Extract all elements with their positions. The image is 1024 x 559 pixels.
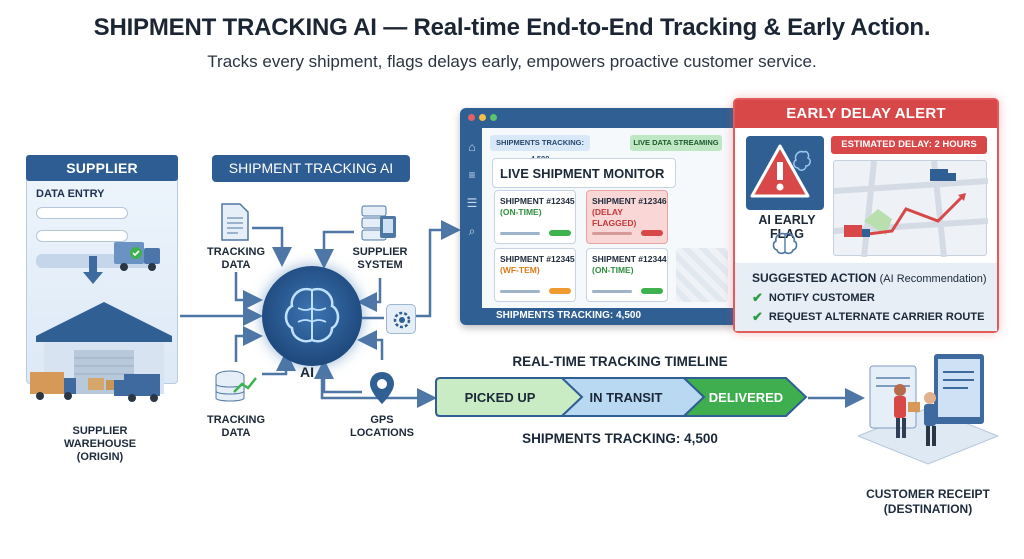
step-label-in-transit: IN TRANSIT xyxy=(589,390,663,405)
step-label-delivered: DELIVERED xyxy=(708,390,784,405)
shipment-id: SHIPMENT #12344 xyxy=(592,254,667,264)
estimated-delay-badge: ESTIMATED DELAY: 2 HOURS xyxy=(831,136,987,154)
list-icon[interactable]: ≡ xyxy=(468,168,476,182)
warehouse-icon xyxy=(30,302,172,402)
home-icon[interactable]: ⌂ xyxy=(468,140,476,154)
tracking-data-arrow xyxy=(252,226,292,267)
checkmark-icon: ✔ xyxy=(752,290,763,305)
processing-node xyxy=(386,304,416,334)
page-title: SHIPMENT TRACKING AI — Real-time End-to-… xyxy=(93,14,931,41)
window-controls xyxy=(468,114,497,121)
status-chip xyxy=(549,230,571,236)
shipment-status: (WF-TEM) xyxy=(500,265,540,275)
ai-label: AI xyxy=(300,364,314,380)
truck-icon xyxy=(114,242,160,271)
down-arrow-icon xyxy=(83,256,103,284)
menu-icon[interactable]: ☰ xyxy=(466,196,478,210)
ai-to-monitor-arrow xyxy=(414,220,461,318)
monitor-title: LIVE SHIPMENT MONITOR xyxy=(500,166,665,181)
maximize-dot[interactable] xyxy=(490,114,497,121)
tracking-count-pill: SHIPMENTS TRACKING: 4,500 xyxy=(490,135,590,163)
brain-icon xyxy=(772,232,798,255)
monitor-sidebar: ⌂ ≡ ☰ ⌕ xyxy=(465,140,479,239)
suggested-action-title: SUGGESTED ACTION (AI Recommendation) xyxy=(752,271,987,285)
step-delivered xyxy=(681,377,808,417)
gear-icon xyxy=(393,311,411,329)
step-picked-up xyxy=(435,377,584,417)
shipment-card[interactable]: SHIPMENT #12345 (ON-TIME) xyxy=(494,190,576,244)
database-chart-icon xyxy=(215,370,257,402)
live-data-pill: LIVE DATA STREAMING xyxy=(630,135,722,151)
ai-heading: SHIPMENT TRACKING AI xyxy=(212,155,410,182)
monitor-footer: SHIPMENTS TRACKING: 4,500 xyxy=(496,310,642,321)
search-icon[interactable]: ⌕ xyxy=(468,224,476,238)
status-chip xyxy=(641,288,663,294)
checkmark-icon: ✔ xyxy=(752,309,763,324)
shipment-id: SHIPMENT #12345 xyxy=(500,196,575,206)
timeline-footer: SHIPMENTS TRACKING: 4,500 xyxy=(522,431,718,446)
map-pin-icon xyxy=(370,372,394,404)
data-entry-field[interactable] xyxy=(36,207,128,219)
shipment-status: (ON-TIME) xyxy=(500,207,542,217)
customer-receipt-illustration xyxy=(858,354,998,465)
shipment-card-flagged[interactable]: SHIPMENT #12346 (DELAY FLAGGED) xyxy=(586,190,668,244)
ai-brain xyxy=(262,266,362,366)
shipment-status: (DELAY FLAGGED) xyxy=(592,207,637,228)
route-map xyxy=(833,160,989,258)
step-label-picked-up: PICKED UP xyxy=(464,390,536,405)
action-notify-customer[interactable]: ✔ NOTIFY CUSTOMER xyxy=(752,290,875,305)
document-icon xyxy=(221,203,249,241)
ai-to-timeline-arrow xyxy=(320,372,437,408)
server-icon xyxy=(361,205,396,241)
close-dot[interactable] xyxy=(468,114,475,121)
shipment-status: (ON-TIME) xyxy=(592,265,634,275)
map-icon xyxy=(833,160,989,258)
status-chip xyxy=(641,230,663,236)
placeholder-card xyxy=(676,248,728,302)
page-subtitle: Tracks every shipment, flags delays earl… xyxy=(207,52,817,71)
alert-heading: EARLY DELAY ALERT xyxy=(735,100,997,128)
supplier-system-arrow xyxy=(314,230,354,269)
shipment-card[interactable]: SHIPMENT #12344 (ON-TIME) xyxy=(586,248,668,302)
timeline-title: REAL-TIME TRACKING TIMELINE xyxy=(512,354,728,369)
alert-flag-box xyxy=(746,136,824,210)
status-chip xyxy=(549,288,571,294)
suggested-action-panel xyxy=(735,263,997,331)
warning-icon xyxy=(750,144,811,198)
shipment-id: SHIPMENT #12346 xyxy=(592,196,667,206)
data-entry-label: DATA ENTRY xyxy=(36,188,105,200)
supplier-warehouse-label: SUPPLIER WAREHOUSE (ORIGIN) xyxy=(63,425,137,463)
shipment-card[interactable]: SHIPMENT #12345 (WF-TEM) xyxy=(494,248,576,302)
customer-receipt-label: CUSTOMER RECEIPT (DESTINATION) xyxy=(866,487,990,516)
tracking-timeline xyxy=(435,377,808,417)
brain-icon xyxy=(284,287,340,343)
data-entry-field[interactable] xyxy=(36,230,128,242)
minimize-dot[interactable] xyxy=(479,114,486,121)
supplier-heading: SUPPLIER xyxy=(26,155,178,181)
shipment-id: SHIPMENT #12345 xyxy=(500,254,575,264)
action-alternate-route[interactable]: ✔ REQUEST ALTERNATE CARRIER ROUTE xyxy=(752,309,985,324)
